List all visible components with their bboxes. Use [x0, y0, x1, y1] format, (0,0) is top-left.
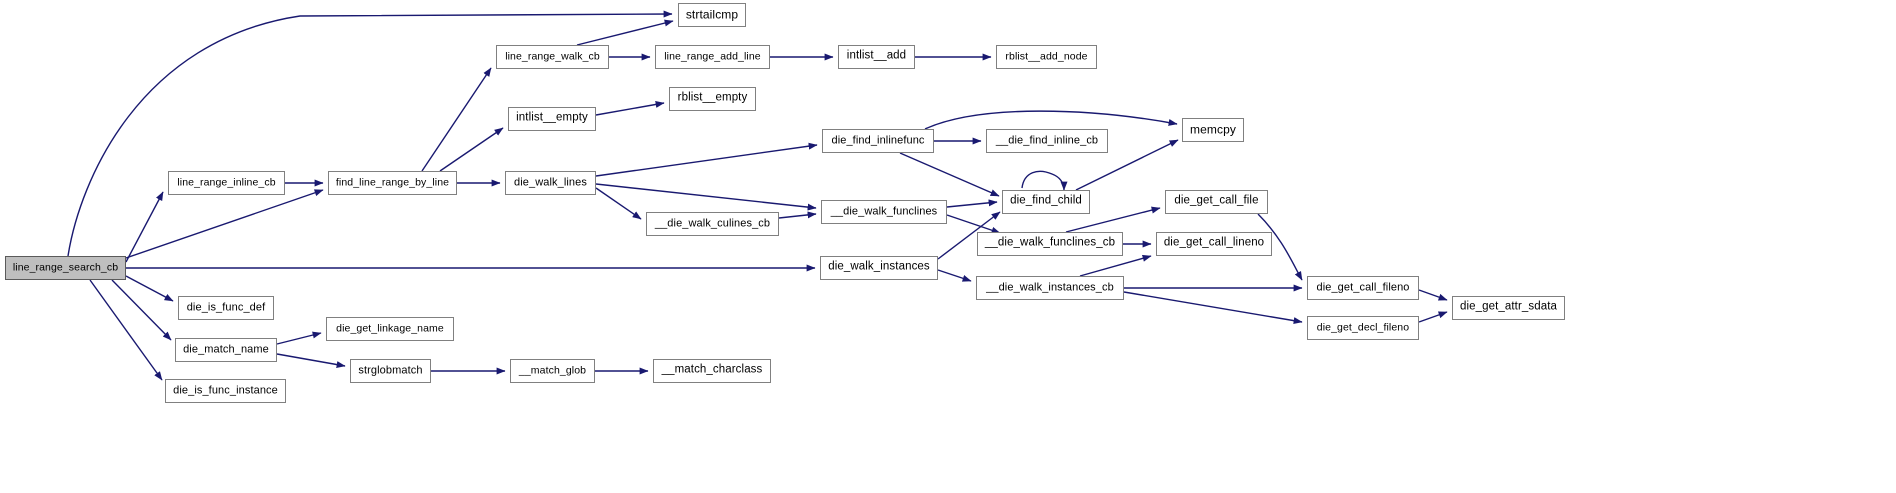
graph-node-die-get-decl-fileno[interactable]: die_get_decl_fileno [1307, 316, 1419, 340]
graph-edge [595, 187, 642, 220]
graph-edge [276, 353, 346, 368]
graph-node-die-get-call-lineno[interactable]: die_get_call_lineno [1156, 232, 1272, 256]
graph-node-die-match-name[interactable]: die_match_name [175, 338, 277, 362]
graph-node-strglobmatch[interactable]: strglobmatch [350, 359, 431, 383]
graph-node-label: line_range_inline_cb [177, 176, 276, 189]
graph-node-label: strglobmatch [358, 364, 423, 376]
graph-node-die-is-func-def[interactable]: die_is_func_def [178, 296, 274, 320]
graph-node-intlist--add[interactable]: intlist__add [838, 45, 915, 69]
graph-edge [125, 191, 164, 263]
graph-node-rblist--empty[interactable]: rblist__empty [669, 87, 756, 111]
graph-edge [937, 269, 972, 282]
graph-node-die-is-func-instance[interactable]: die_is_func_instance [165, 379, 286, 403]
graph-node-die-get-call-fileno[interactable]: die_get_call_fileno [1307, 276, 1419, 300]
graph-node---die-walk-funclines[interactable]: __die_walk_funclines [821, 200, 947, 224]
graph-node-die-get-attr-sdata[interactable]: die_get_attr_sdata [1452, 296, 1565, 320]
graph-node-label: __die_walk_instances_cb [986, 281, 1114, 293]
graph-edge [1021, 170, 1068, 191]
graph-node-label: line_range_add_line [664, 50, 761, 63]
graph-node-label: die_is_func_instance [173, 384, 278, 396]
graph-node-die-find-child[interactable]: die_find_child [1002, 190, 1090, 214]
graph-node-label: __die_walk_culines_cb [654, 217, 771, 229]
graph-node-memcpy[interactable]: memcpy [1182, 118, 1244, 142]
graph-node-label: strtailcmp [685, 7, 739, 22]
graph-node-label: intlist__add [846, 49, 907, 62]
graph-node-label: memcpy [1190, 122, 1236, 137]
graph-node-label: line_range_walk_cb [505, 50, 600, 63]
graph-edge [111, 279, 172, 341]
graph-edge [946, 214, 1001, 234]
graph-node-label: die_get_call_file [1174, 194, 1259, 207]
graph-edge [778, 211, 817, 219]
graph-node-label: __die_walk_funclines_cb [984, 236, 1116, 249]
graph-node-die-walk-lines[interactable]: die_walk_lines [505, 171, 596, 195]
graph-node-label: __match_charclass [661, 363, 763, 376]
graph-node-label: die_get_linkage_name [336, 322, 444, 335]
graph-edge [946, 199, 998, 208]
graph-node-label: __match_glob [518, 364, 587, 377]
graph-node-die-get-call-file[interactable]: die_get_call_file [1165, 190, 1268, 214]
graph-edge [1079, 254, 1152, 277]
graph-node---die-walk-funclines-cb[interactable]: __die_walk_funclines_cb [977, 232, 1123, 256]
graph-node-label: die_find_child [1010, 194, 1082, 207]
graph-node-line-range-walk-cb[interactable]: line_range_walk_cb [496, 45, 609, 69]
graph-node-label: die_find_inlinefunc [831, 134, 925, 146]
graph-node-label: find_line_range_by_line [335, 176, 450, 189]
graph-node-line-range-inline-cb[interactable]: line_range_inline_cb [168, 171, 285, 195]
graph-node-label: die_get_attr_sdata [1459, 300, 1558, 313]
graph-node-label: rblist__add_node [1005, 50, 1088, 63]
graph-node-label: intlist__empty [516, 111, 588, 124]
graph-edge [125, 189, 324, 259]
graph-node-label: __die_walk_funclines [830, 205, 938, 217]
graph-node---match-glob[interactable]: __match_glob [510, 359, 595, 383]
graph-edge [439, 127, 504, 172]
graph-node-intlist--empty[interactable]: intlist__empty [508, 107, 596, 131]
graph-node-rblist--add-node[interactable]: rblist__add_node [996, 45, 1097, 69]
graph-edge [899, 152, 1000, 197]
graph-edge [1418, 289, 1448, 301]
graph-edge [924, 110, 1178, 130]
graph-node-label: die_walk_lines [514, 176, 587, 188]
graph-node-die-find-inlinefunc[interactable]: die_find_inlinefunc [822, 129, 934, 153]
graph-node---die-walk-instances-cb[interactable]: __die_walk_instances_cb [976, 276, 1124, 300]
graph-edge [125, 275, 174, 302]
graph-node-die-get-linkage-name[interactable]: die_get_linkage_name [326, 317, 454, 341]
graph-edge [89, 279, 163, 381]
graph-edge [1123, 291, 1303, 325]
graph-edge [595, 183, 817, 211]
graph-node-label: die_get_call_lineno [1163, 236, 1265, 249]
graph-edge [1418, 311, 1448, 323]
graph-node-line-range-search-cb[interactable]: line_range_search_cb [5, 256, 126, 280]
graph-node-find-line-range-by-line[interactable]: find_line_range_by_line [328, 171, 457, 195]
graph-node-label: __die_find_inline_cb [995, 134, 1099, 146]
graph-edge [276, 331, 322, 345]
graph-node-label: die_is_func_def [186, 301, 266, 313]
graph-node---match-charclass[interactable]: __match_charclass [653, 359, 771, 383]
graph-node---die-walk-culines-cb[interactable]: __die_walk_culines_cb [646, 212, 779, 236]
graph-node-die-walk-instances[interactable]: die_walk_instances [820, 256, 938, 280]
graph-node-label: die_match_name [183, 343, 269, 355]
graph-edge [595, 142, 818, 177]
graph-edge [576, 19, 674, 46]
graph-node-label: die_walk_instances [828, 260, 930, 273]
graph-node-label: die_get_decl_fileno [1316, 321, 1410, 334]
graph-edge [421, 67, 492, 172]
graph-node-line-range-add-line[interactable]: line_range_add_line [655, 45, 770, 69]
graph-node---die-find-inline-cb[interactable]: __die_find_inline_cb [986, 129, 1108, 153]
graph-node-label: line_range_search_cb [12, 261, 119, 274]
graph-node-label: die_get_call_fileno [1316, 281, 1410, 293]
graph-node-label: rblist__empty [677, 91, 748, 104]
graph-edge [595, 101, 665, 116]
graph-node-strtailcmp[interactable]: strtailcmp [678, 3, 746, 27]
